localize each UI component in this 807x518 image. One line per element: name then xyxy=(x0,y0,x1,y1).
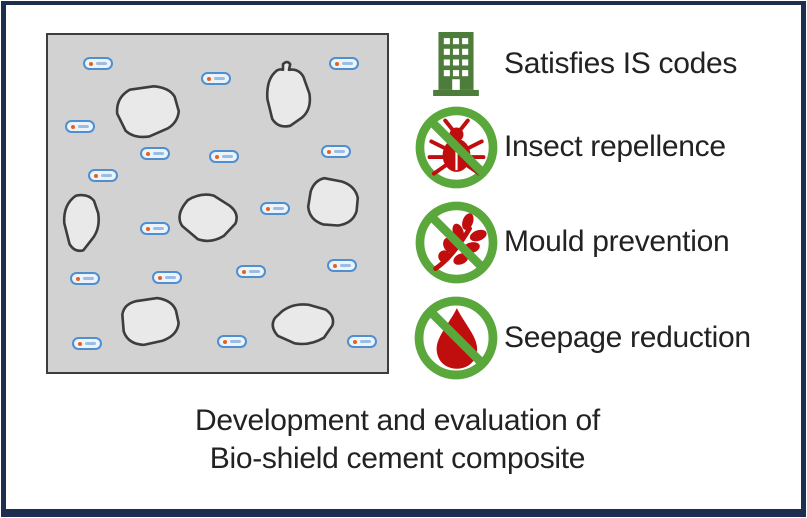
no-mould-icon xyxy=(415,201,497,283)
bacteria-capsule xyxy=(140,147,170,160)
capsule-dot xyxy=(335,61,339,66)
capsule-dot xyxy=(76,276,80,281)
capsule-dot xyxy=(353,339,357,344)
capsule-mark xyxy=(165,276,176,279)
aggregate-stone xyxy=(117,296,184,348)
bacteria-capsule xyxy=(327,259,357,272)
bacteria-capsule xyxy=(72,337,102,350)
aggregate-stone xyxy=(259,60,319,130)
bacteria-capsule xyxy=(209,150,239,163)
capsule-mark xyxy=(230,340,241,343)
capsule-mark xyxy=(334,150,345,153)
feature-label-mould-prevention: Mould prevention xyxy=(504,225,730,258)
capsule-mark xyxy=(153,227,164,230)
feature-mould-prevention: Mould prevention xyxy=(412,198,730,286)
feature-is-codes: Satisfies IS codes xyxy=(412,20,737,108)
capsule-dot xyxy=(158,275,162,280)
aggregate-stone xyxy=(172,190,244,246)
capsule-mark xyxy=(273,207,284,210)
bacteria-capsule xyxy=(217,335,247,348)
capsule-mark xyxy=(78,125,89,128)
capsule-dot xyxy=(94,173,98,178)
capsule-dot xyxy=(89,61,93,66)
feature-label-is-codes: Satisfies IS codes xyxy=(504,47,738,80)
building-icon-box xyxy=(412,32,500,96)
building-icon xyxy=(433,32,479,96)
capsule-dot xyxy=(223,339,227,344)
feature-seepage-reduction: Seepage reduction xyxy=(412,292,751,384)
capsule-dot xyxy=(327,149,331,154)
aggregate-stone xyxy=(60,192,113,254)
capsule-mark xyxy=(96,62,107,65)
capsule-mark xyxy=(249,270,260,273)
bacteria-capsule xyxy=(236,265,266,278)
aggregate-stone xyxy=(302,176,364,231)
feature-insect-repellence: Insect repellence xyxy=(412,103,726,191)
capsule-mark xyxy=(85,342,96,345)
bacteria-capsule xyxy=(260,202,290,215)
capsule-mark xyxy=(360,340,371,343)
capsule-mark xyxy=(340,264,351,267)
capsule-mark xyxy=(101,174,112,177)
bacteria-capsule xyxy=(88,169,118,182)
capsule-dot xyxy=(242,269,246,274)
capsule-mark xyxy=(214,77,225,80)
no-insects-icon-box xyxy=(412,104,500,191)
figure-caption: Development and evaluation of Bio-shield… xyxy=(0,402,795,478)
capsule-dot xyxy=(78,341,82,346)
cement-composite-block xyxy=(46,33,389,374)
bacteria-capsule xyxy=(152,271,182,284)
capsule-dot xyxy=(333,263,337,268)
capsule-dot xyxy=(207,76,211,81)
caption-line-2: Bio-shield cement composite xyxy=(209,442,586,475)
capsule-dot xyxy=(266,206,270,211)
no-seepage-icon xyxy=(414,296,498,380)
capsule-mark xyxy=(342,62,353,65)
capsule-mark xyxy=(83,277,94,280)
bacteria-capsule xyxy=(65,120,95,133)
bacteria-capsule xyxy=(347,335,377,348)
capsule-mark xyxy=(222,155,233,158)
capsule-dot xyxy=(146,226,150,231)
capsule-dot xyxy=(215,154,219,159)
no-insects-icon xyxy=(415,106,497,188)
caption-line-1: Development and evaluation of xyxy=(195,404,600,437)
bacteria-capsule xyxy=(140,222,170,235)
capsule-dot xyxy=(71,124,75,129)
aggregate-stone xyxy=(268,301,338,348)
bacteria-capsule xyxy=(70,272,100,285)
capsule-dot xyxy=(146,151,150,156)
bacteria-capsule xyxy=(83,57,113,70)
bacteria-capsule xyxy=(201,72,231,85)
feature-label-insect-repellence: Insect repellence xyxy=(504,130,726,163)
aggregate-stone xyxy=(113,84,183,141)
bacteria-capsule xyxy=(321,145,351,158)
feature-label-seepage-reduction: Seepage reduction xyxy=(504,321,751,354)
bacteria-capsule xyxy=(329,57,359,70)
no-mould-icon-box xyxy=(412,199,500,286)
capsule-mark xyxy=(153,152,164,155)
no-seepage-icon-box xyxy=(412,293,500,383)
